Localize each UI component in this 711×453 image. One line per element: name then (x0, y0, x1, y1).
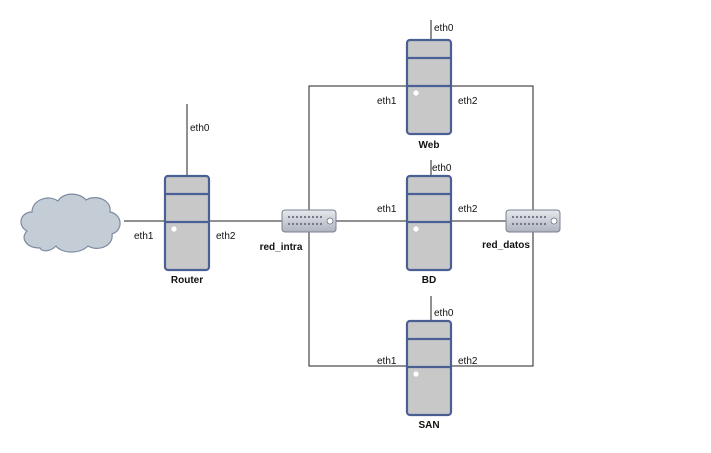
web-eth2-label: eth2 (458, 96, 478, 107)
cloud-icon (20, 193, 121, 253)
red-datos-label: red_datos (482, 240, 530, 251)
links (124, 20, 534, 367)
link-intra-web (308, 85, 407, 210)
web-eth0-label: eth0 (434, 23, 454, 34)
san-server-icon (405, 319, 453, 417)
san-name: SAN (418, 420, 439, 431)
router-eth2-label: eth2 (216, 231, 236, 242)
router-name: Router (171, 275, 203, 286)
san-eth2-label: eth2 (458, 356, 478, 367)
switch-icon (505, 209, 561, 233)
link-san-datos (451, 232, 534, 367)
router-icon (163, 174, 211, 272)
link-web-datos (451, 85, 534, 210)
san-eth0-label: eth0 (434, 308, 454, 319)
san-eth1-label: eth1 (377, 356, 397, 367)
bd-name: BD (422, 275, 436, 286)
web-eth1-label: eth1 (377, 96, 397, 107)
red-intra-label: red_intra (260, 242, 303, 253)
bd-server-icon (405, 174, 453, 272)
link-intra-san (308, 232, 407, 367)
router-eth1-label: eth1 (134, 231, 154, 242)
router-eth0-label: eth0 (190, 123, 210, 134)
web-server-icon (405, 38, 453, 136)
bd-eth0-label: eth0 (432, 163, 452, 174)
web-name: Web (419, 140, 440, 151)
bd-eth1-label: eth1 (377, 204, 397, 215)
switch-icon (281, 209, 337, 233)
bd-eth2-label: eth2 (458, 204, 478, 215)
